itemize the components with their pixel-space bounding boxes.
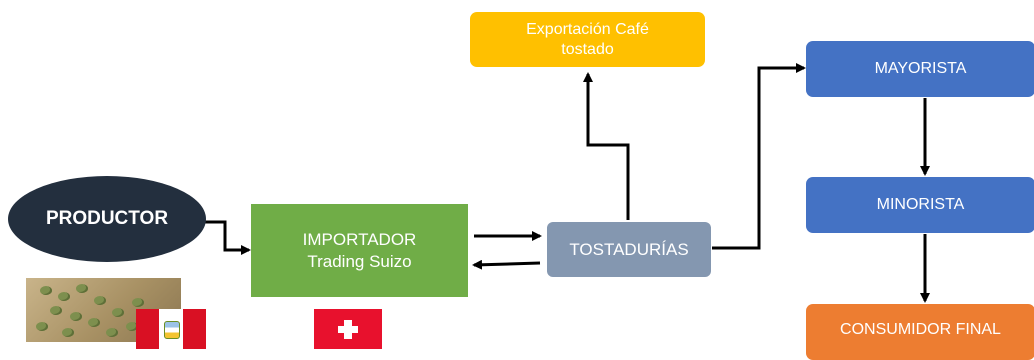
productor-label: PRODUCTOR (45, 208, 169, 230)
exportacion-label-line1: Exportación Café (526, 20, 649, 38)
consumidor-final-label: CONSUMIDOR FINAL (840, 321, 1001, 338)
minorista-label: MINORISTA (876, 196, 965, 213)
arrow-tostadurias-to-mayorista (712, 63, 806, 250)
arrow-tostadurias-to-importador (472, 259, 541, 270)
mayorista-label: MAYORISTA (874, 60, 967, 77)
peru-flag-icon (136, 309, 206, 349)
arrow-productor-to-importador (201, 220, 251, 255)
importador-sublabel: Trading Suizo (307, 251, 412, 271)
minorista-node: MINORISTA (806, 177, 1034, 233)
mayorista-node: MAYORISTA (806, 41, 1034, 97)
tostadurias-label: TOSTADURÍAS (569, 239, 689, 259)
exportacion-label-line2: tostado (561, 40, 614, 58)
tostadurias-node: TOSTADURÍAS (547, 222, 711, 277)
exportacion-node: Exportación Café tostado (470, 12, 705, 67)
consumidor-final-node: CONSUMIDOR FINAL (806, 304, 1034, 360)
switzerland-flag-icon (314, 309, 382, 349)
productor-node: PRODUCTOR (8, 176, 206, 262)
arrow-tostadurias-to-exportacion (583, 72, 630, 220)
importador-node: IMPORTADOR Trading Suizo (251, 204, 468, 297)
flow-arrows (201, 63, 930, 303)
importador-label: IMPORTADOR (302, 230, 417, 250)
